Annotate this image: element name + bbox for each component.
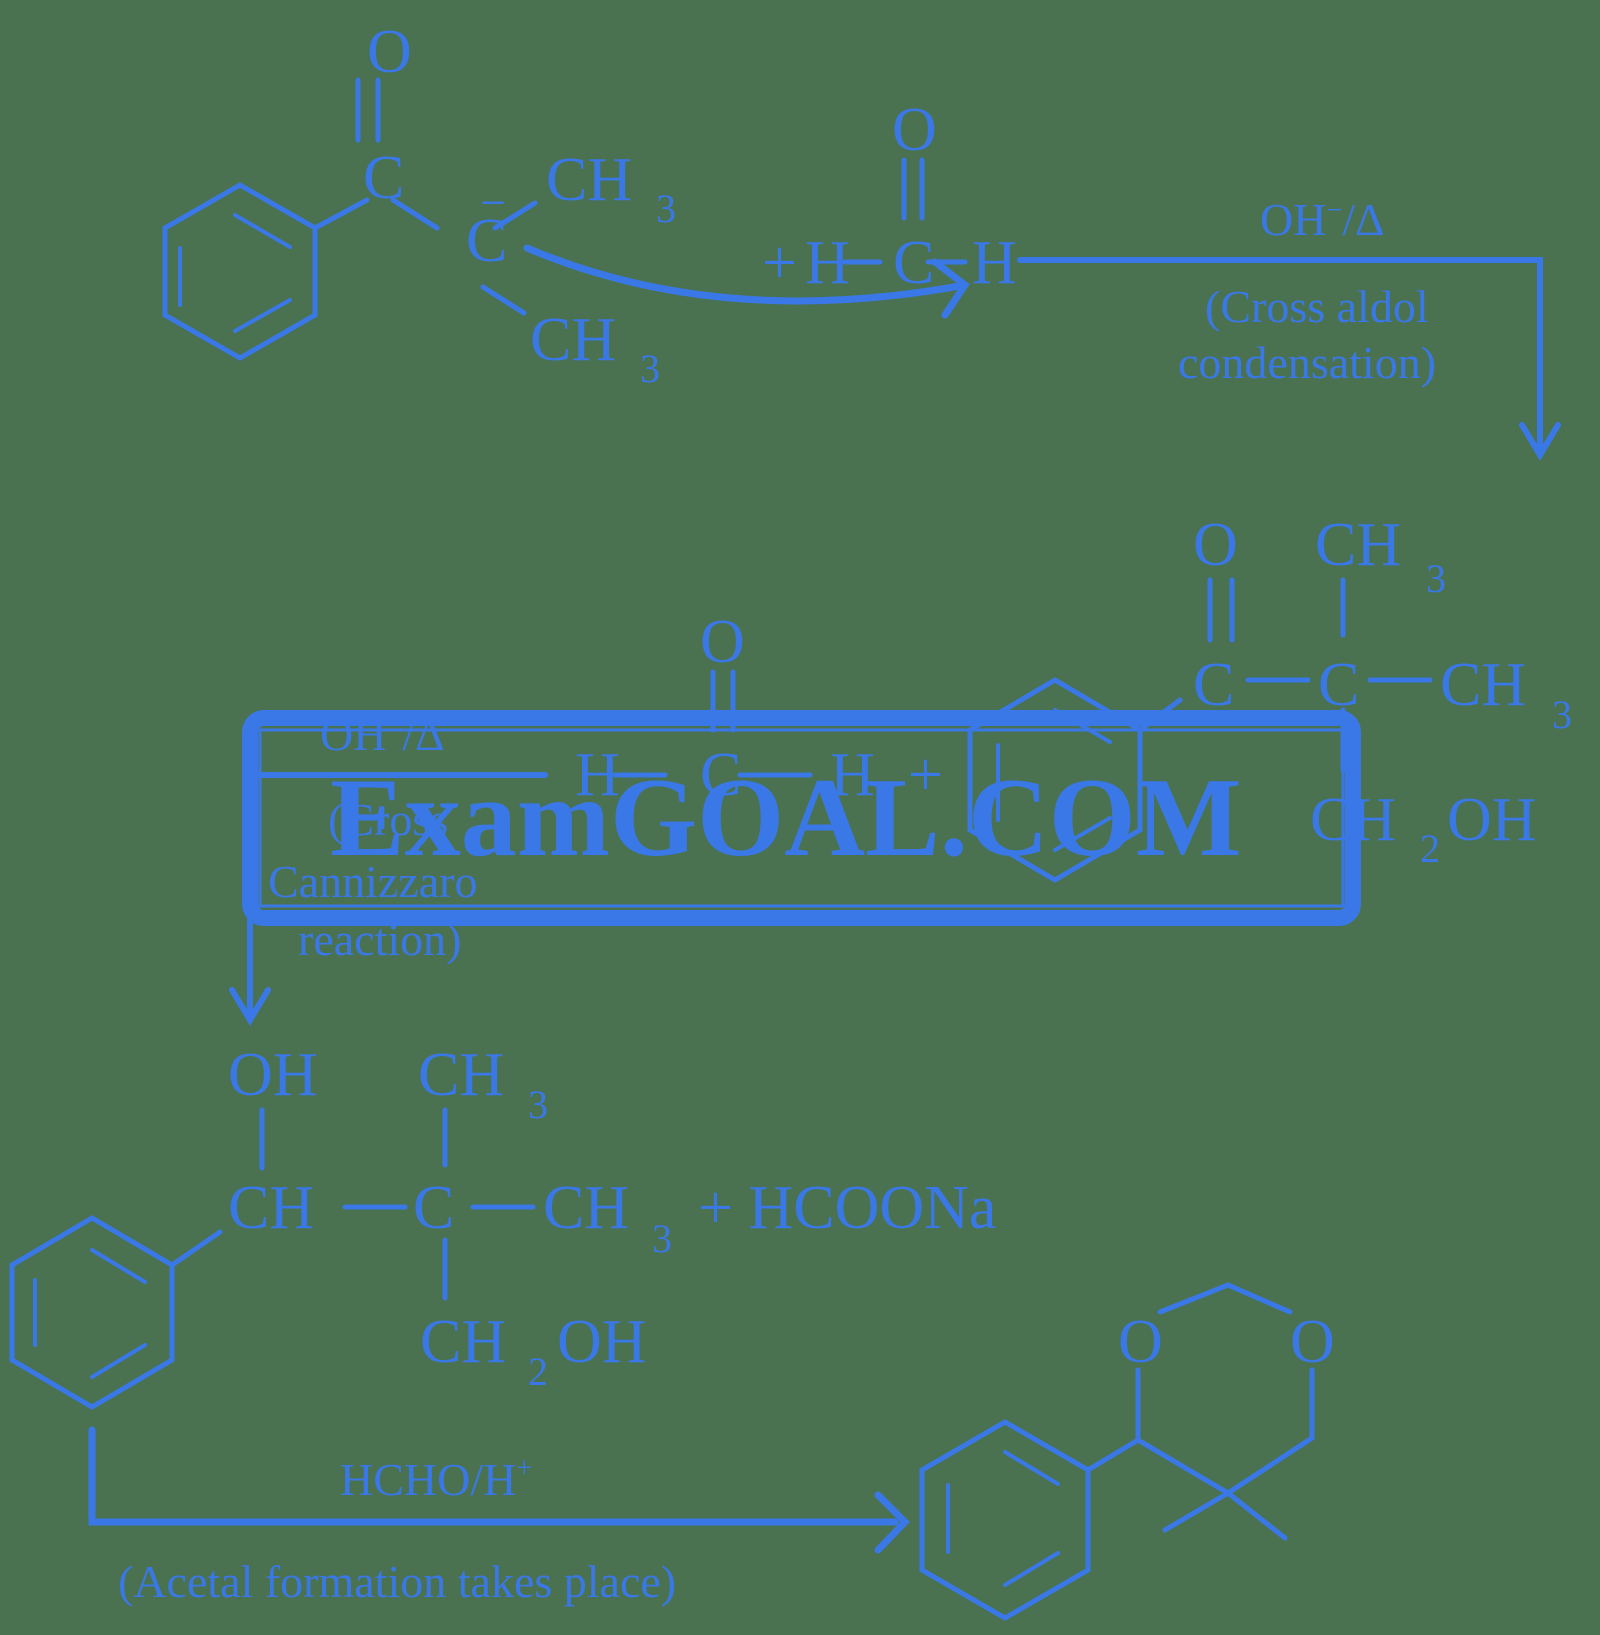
step1-arrow: OH−/Δ (Cross aldol condensation): [1017, 194, 1561, 461]
step2-condition-line1: (Cross: [328, 794, 448, 845]
negative-charge: −: [480, 177, 506, 228]
formaldehyde-1: + H C O H: [762, 96, 1017, 297]
svg-text:H: H: [805, 229, 850, 297]
svg-text:CH: CH: [1315, 511, 1401, 579]
carbanion-reactant: O C C − CH 3 CH 3: [162, 18, 676, 391]
svg-text:O: O: [1193, 511, 1238, 579]
step4-reagent: HCHO/H+: [340, 1453, 532, 1505]
svg-text:C: C: [1193, 651, 1234, 719]
acetal-oxygen-right: O: [1290, 1308, 1335, 1376]
carbanion-carbon: C: [466, 207, 507, 275]
svg-text:C: C: [1318, 651, 1359, 719]
methyl-top: CH: [546, 146, 632, 214]
svg-text:3: 3: [640, 346, 660, 391]
svg-text:O: O: [700, 608, 745, 676]
watermark-text: ExamGOAL.COM: [330, 756, 1242, 880]
svg-text:C: C: [700, 741, 741, 809]
benzene-ring-3: [9, 1215, 175, 1410]
svg-text:C: C: [413, 1174, 454, 1242]
benzene-ring-1: [162, 182, 318, 361]
step4-arrow: HCHO/H+ (Acetal formation takes place): [88, 1426, 910, 1607]
svg-text:CH: CH: [420, 1308, 506, 1376]
formaldehyde-2: O H C H +: [575, 608, 943, 809]
methyl-bottom: CH: [530, 306, 616, 374]
step1-reagent: OH−/Δ: [1260, 194, 1385, 245]
diol-product: OH CH C CH 3 CH 3 + HCOONa CH 2 OH: [9, 1041, 996, 1410]
svg-text:2: 2: [1420, 826, 1440, 871]
carbonyl-oxygen: O: [367, 18, 412, 86]
step2-condition-line2: Cannizzaro: [268, 856, 477, 907]
svg-text:OH: OH: [557, 1308, 647, 1376]
svg-text:CH: CH: [543, 1174, 629, 1242]
sodium-formate: + HCOONa: [698, 1174, 996, 1242]
svg-text:H: H: [575, 741, 620, 809]
svg-text:3: 3: [1552, 692, 1572, 737]
svg-text:+: +: [908, 741, 943, 809]
svg-text:3: 3: [528, 1082, 548, 1127]
step4-condition: (Acetal formation takes place): [118, 1556, 676, 1607]
svg-text:3: 3: [656, 186, 676, 231]
svg-text:+: +: [762, 229, 797, 297]
svg-text:H: H: [972, 229, 1017, 297]
svg-text:CH: CH: [1440, 651, 1526, 719]
svg-text:CH: CH: [228, 1174, 314, 1242]
step1-condition-line1: (Cross aldol: [1205, 281, 1429, 332]
cyclic-acetal-product: O O: [919, 1282, 1335, 1621]
svg-text:3: 3: [1426, 556, 1446, 601]
svg-text:OH: OH: [228, 1041, 318, 1109]
svg-text:H: H: [830, 741, 875, 809]
watermark: ExamGOAL.COM: [242, 710, 1361, 926]
step1-condition-line2: condensation): [1178, 337, 1436, 388]
aldol-intermediate: O C C CH 3 CH 3 CH 2 OH: [967, 511, 1572, 883]
svg-text:CH: CH: [418, 1041, 504, 1109]
acetal-oxygen-left: O: [1118, 1308, 1163, 1376]
svg-text:O: O: [892, 96, 937, 164]
benzene-ring-4: [919, 1419, 1091, 1621]
svg-text:OH: OH: [1447, 786, 1537, 854]
svg-text:2: 2: [528, 1349, 548, 1394]
nucleophilic-attack-arrow: [523, 244, 970, 319]
svg-text:3: 3: [652, 1216, 672, 1261]
